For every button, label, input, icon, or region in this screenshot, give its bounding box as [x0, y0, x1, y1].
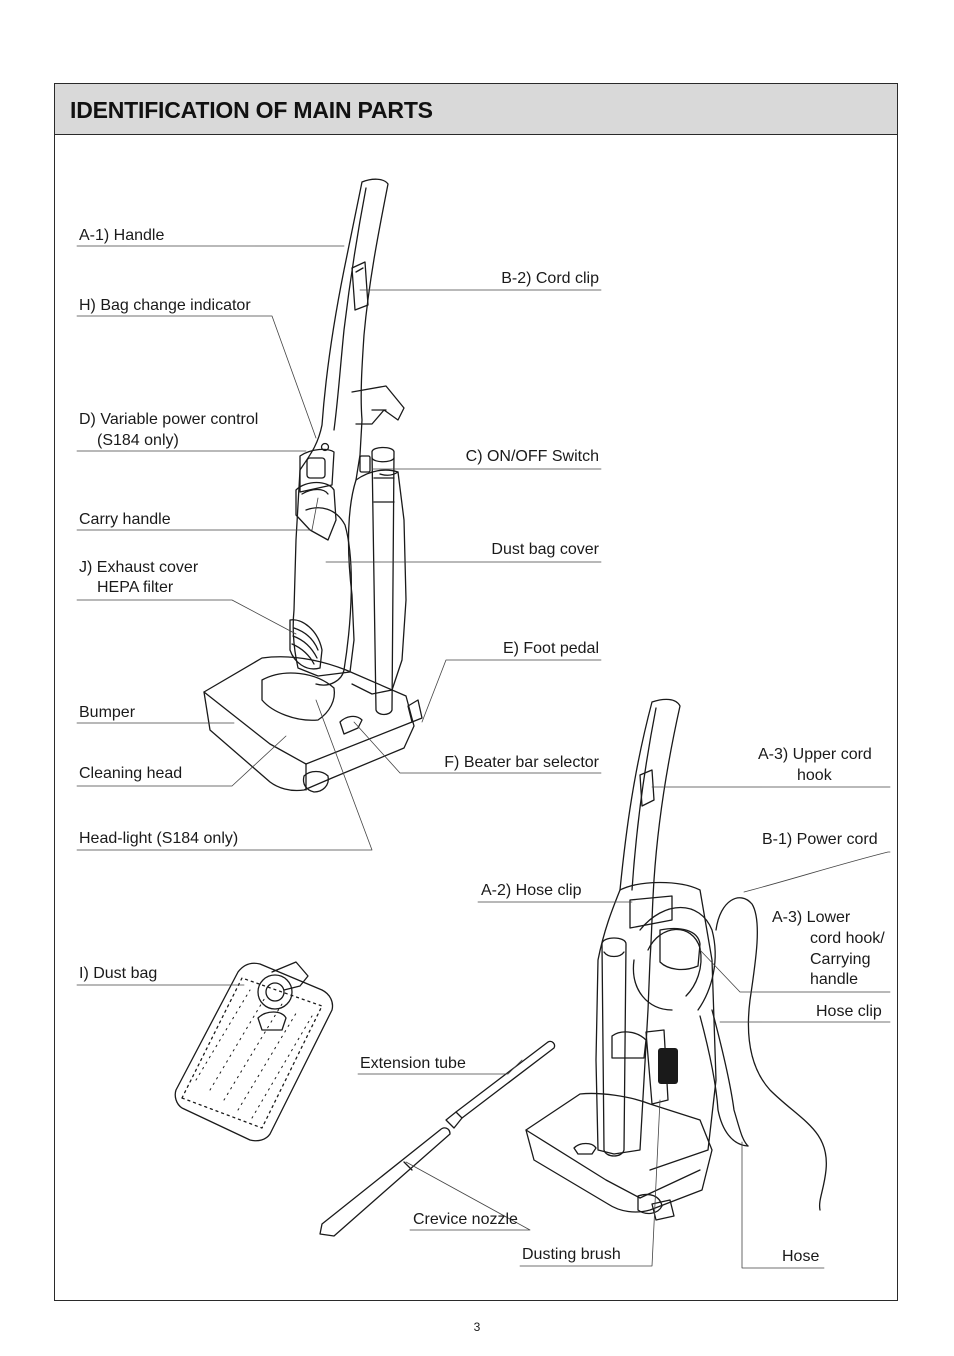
label-handle: A-1) Handle — [79, 227, 165, 244]
label-hose-clip-upper: A-2) Hose clip — [481, 882, 582, 899]
page-title: IDENTIFICATION OF MAIN PARTS — [70, 97, 433, 123]
label-power-cord: B-1) Power cord — [762, 831, 878, 848]
label-bag-change-indicator: H) Bag change indicator — [79, 297, 251, 314]
label-on-off-switch: C) ON/OFF Switch — [465, 448, 599, 465]
label-variable-power-note: (S184 only) — [97, 432, 179, 449]
label-cord-clip: B-2) Cord clip — [501, 270, 599, 287]
dust-bag-illustration — [174, 961, 334, 1142]
rear-vacuum-illustration — [525, 698, 827, 1221]
label-dust-bag-cover: Dust bag cover — [491, 541, 599, 558]
label-carry-handle: Carry handle — [79, 511, 171, 528]
label-upper-cord-hook: A-3) Upper cord — [758, 746, 872, 763]
label-hose: Hose — [782, 1248, 820, 1265]
label-beater-bar-selector: F) Beater bar selector — [444, 754, 599, 771]
label-hepa-filter: HEPA filter — [97, 579, 174, 596]
label-dust-bag: I) Dust bag — [79, 965, 158, 982]
crevice-nozzle-illustration — [319, 1127, 451, 1237]
label-lower-cord-hook-2: cord hook/ — [810, 930, 885, 947]
front-vacuum-illustration — [203, 178, 423, 793]
label-carrying-handle-2: handle — [810, 971, 859, 988]
label-foot-pedal: E) Foot pedal — [502, 640, 599, 657]
label-carrying-handle: Carrying — [810, 951, 871, 968]
label-cleaning-head: Cleaning head — [79, 765, 183, 782]
label-crevice-nozzle: Crevice nozzle — [413, 1211, 518, 1228]
page-number: 3 — [473, 1320, 481, 1334]
section-header: IDENTIFICATION OF MAIN PARTS — [55, 84, 897, 135]
label-head-light: Head-light (S184 only) — [79, 830, 239, 847]
label-variable-power-control: D) Variable power control — [79, 411, 259, 428]
label-bumper: Bumper — [79, 704, 136, 721]
content-frame: IDENTIFICATION OF MAIN PARTS — [54, 83, 898, 1301]
label-exhaust-cover: J) Exhaust cover — [79, 559, 199, 576]
label-upper-cord-hook-2: hook — [797, 767, 832, 784]
label-hose-clip-lower: Hose clip — [816, 1003, 882, 1020]
label-lower-cord-hook: A-3) Lower — [772, 909, 851, 926]
label-dusting-brush: Dusting brush — [522, 1246, 621, 1263]
extension-tube-illustration — [445, 1040, 556, 1129]
label-extension-tube: Extension tube — [360, 1055, 466, 1072]
leader-lines — [76, 245, 891, 1269]
